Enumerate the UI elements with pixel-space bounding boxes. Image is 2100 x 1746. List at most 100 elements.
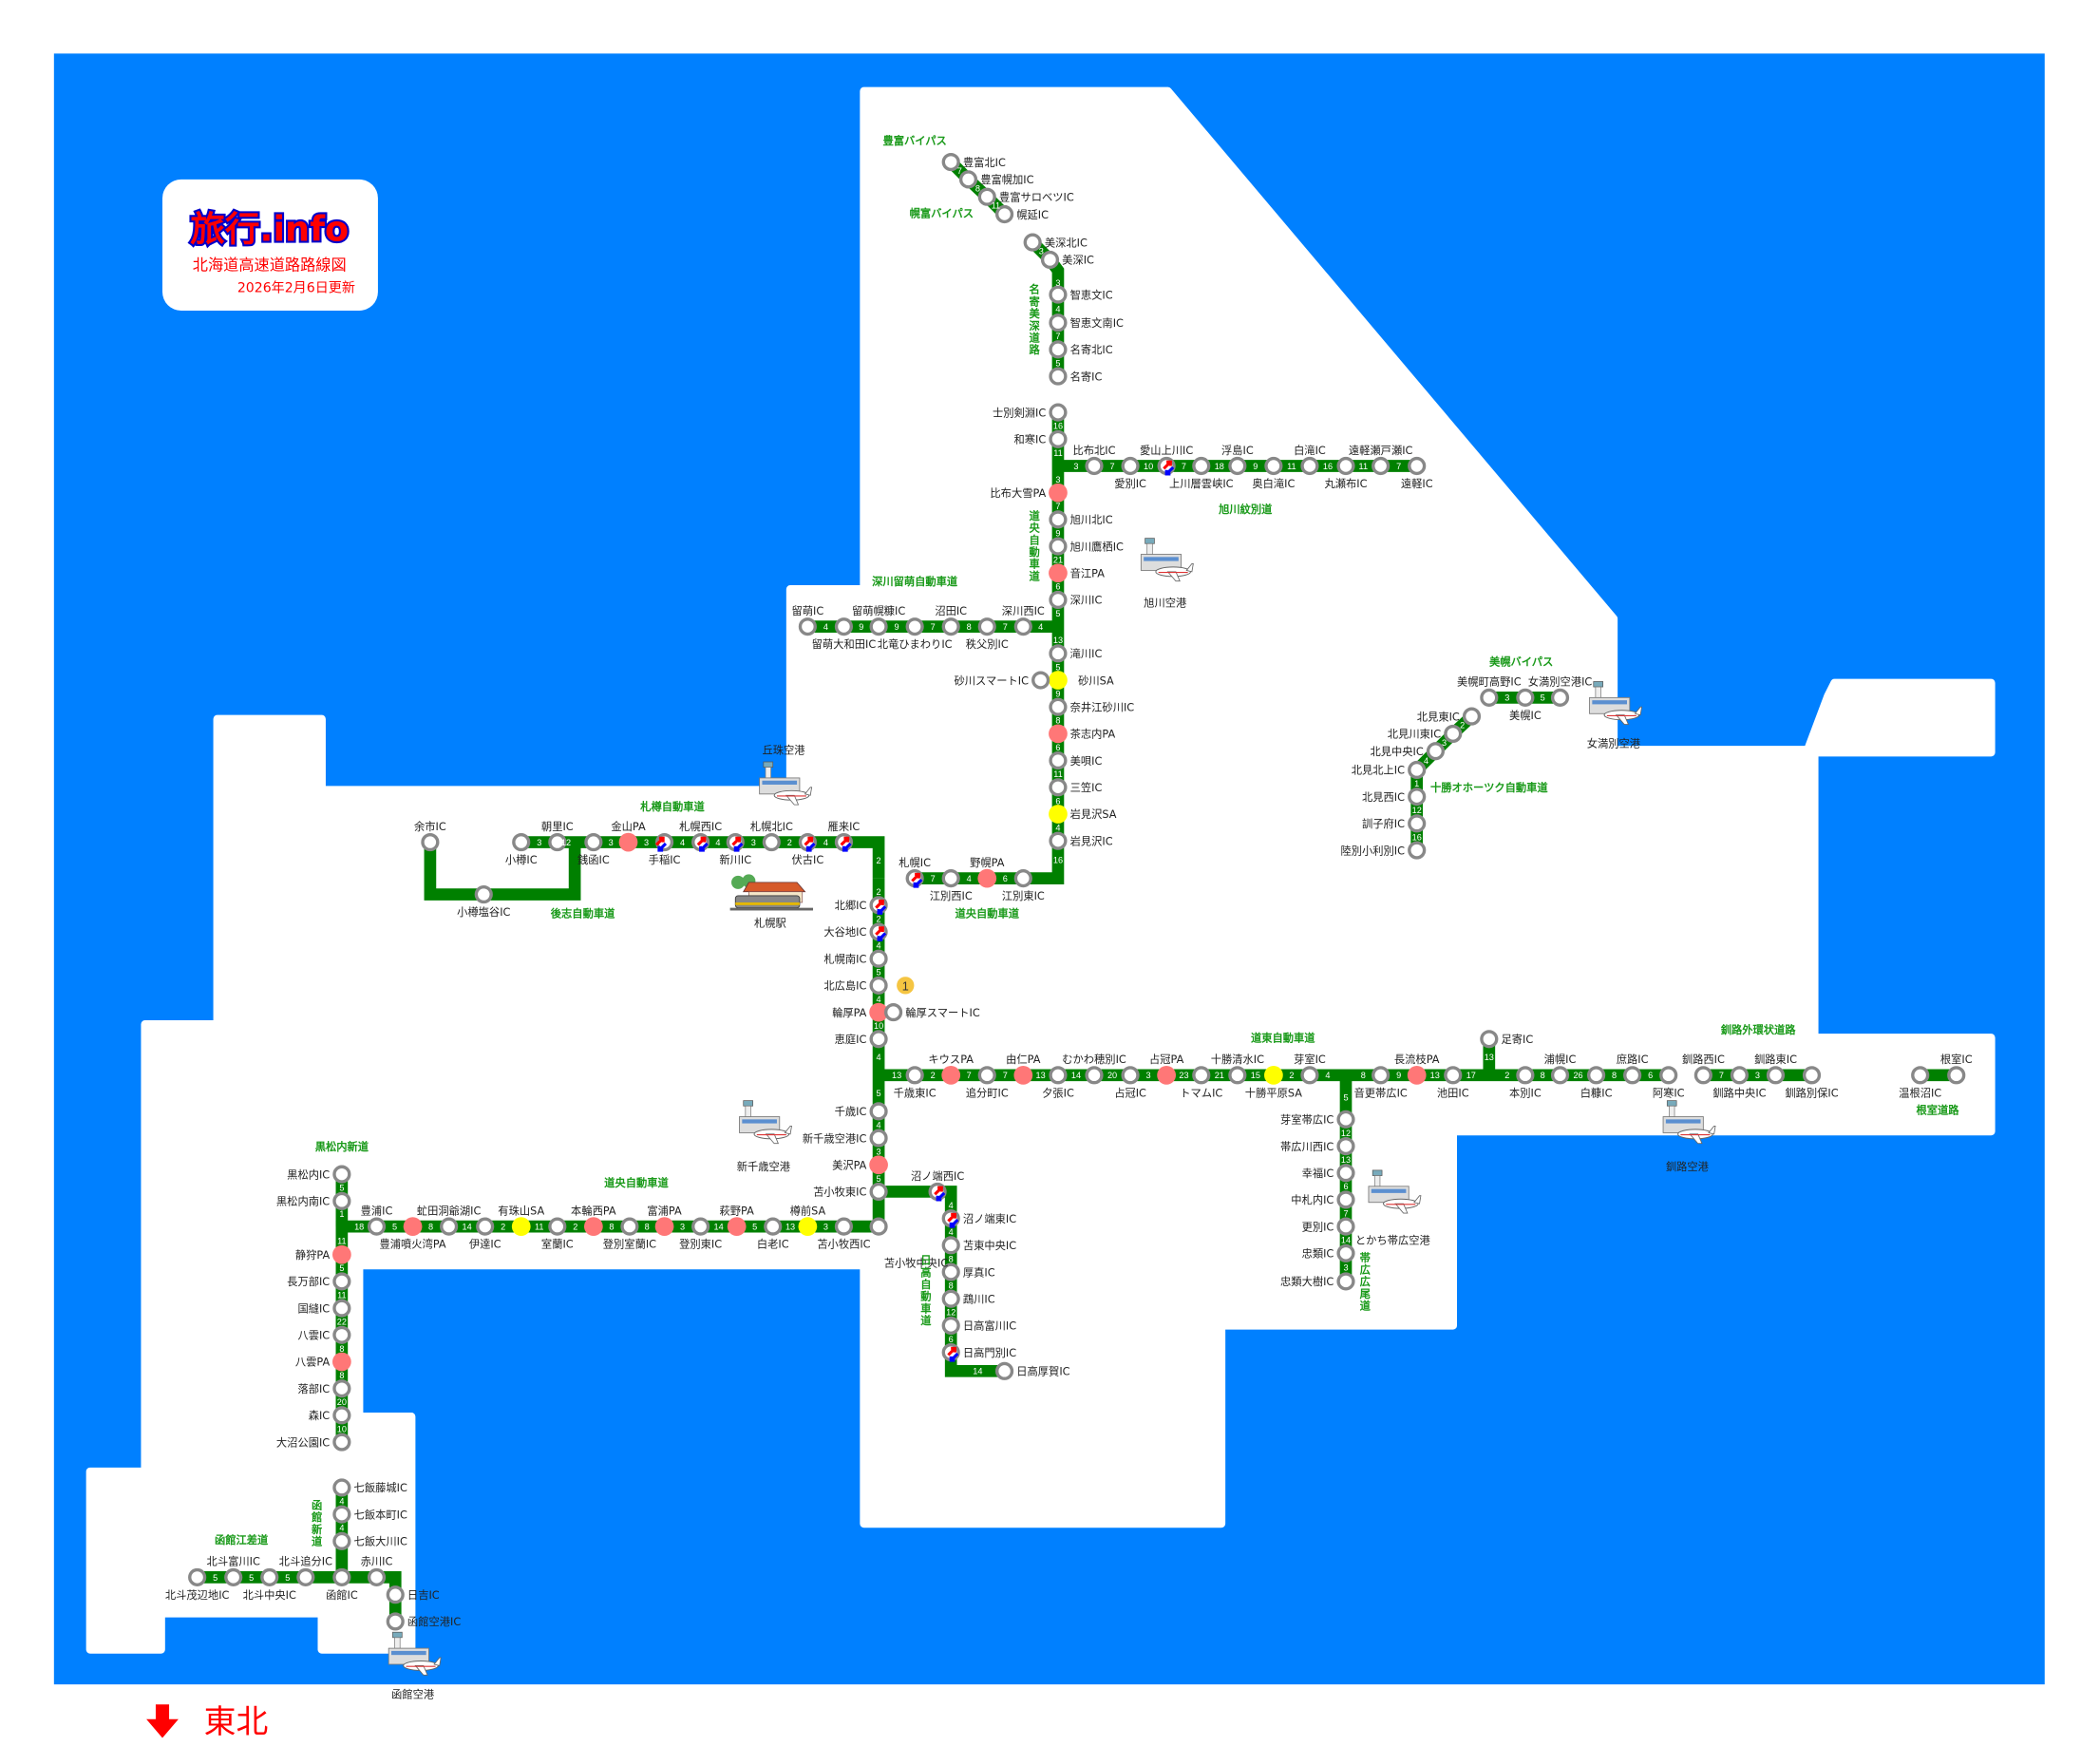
distance-km: 2 [931, 1071, 936, 1080]
distance-km: 13 [785, 1222, 795, 1231]
distance-km: 9 [1055, 690, 1060, 699]
station-label: 温根沼IC [1899, 1086, 1941, 1099]
route-name-label: 釧路外環状道路 [1721, 1023, 1797, 1036]
distance-km: 2 [877, 856, 881, 865]
station-label: 樽前SA [790, 1204, 826, 1217]
station-label: 庶路IC [1617, 1053, 1649, 1066]
distance-km: 4 [949, 1227, 954, 1237]
distance-km: 5 [1541, 693, 1545, 703]
station [1085, 456, 1104, 476]
station [332, 1165, 351, 1184]
station-label: 岩見沢IC [1070, 834, 1113, 847]
station-label: 北斗富川IC [207, 1555, 260, 1568]
station [1023, 233, 1042, 252]
distance-km: 7 [1396, 462, 1401, 471]
distance-km: 8 [1541, 1071, 1545, 1080]
station-label: 七飯藤城IC [354, 1481, 407, 1494]
distance-km: 7 [1182, 462, 1186, 471]
station [1049, 590, 1068, 610]
distance-km: 3 [1755, 1071, 1760, 1080]
station-label: 北見川東IC [1388, 729, 1441, 741]
ic-marker [296, 1567, 315, 1586]
station-label: 智恵文南IC [1070, 316, 1124, 330]
ic-marker [332, 1505, 351, 1524]
station-label: 北見中央IC [1370, 746, 1423, 758]
distance-km: 16 [1053, 855, 1063, 864]
ic-marker [1049, 285, 1068, 304]
ic-marker [869, 617, 888, 636]
distance-km: 13 [1053, 636, 1063, 645]
station [1444, 1066, 1463, 1085]
station [332, 1505, 351, 1524]
station-label: 北広島IC [823, 979, 866, 993]
station-label: 沼ノ端東IC [963, 1212, 1016, 1225]
ic-marker [905, 1066, 924, 1085]
airport-landmark: 丘珠空港 [759, 744, 813, 806]
station [1049, 429, 1068, 448]
station [654, 1217, 674, 1236]
station [762, 832, 781, 852]
distance-km: 2 [1289, 1071, 1294, 1080]
ic-marker [1049, 1066, 1068, 1085]
distance-km: 4 [967, 874, 972, 883]
station [1947, 1066, 1966, 1085]
footer-direction[interactable]: 東北 [146, 1703, 268, 1740]
route-name-label: 帯広広尾道 [1358, 1251, 1371, 1312]
station [1336, 1217, 1355, 1236]
ic-marker [332, 1531, 351, 1550]
station-label: 千歳IC [835, 1106, 867, 1118]
road-doo-north [915, 412, 1065, 884]
station [1049, 367, 1068, 386]
distance-km: 5 [752, 1222, 757, 1231]
station [1550, 688, 1570, 707]
station [1192, 1066, 1211, 1085]
distance-km: 2 [877, 887, 881, 897]
distance-km: 6 [1055, 582, 1060, 592]
station-label: 北斗追分IC [279, 1555, 332, 1568]
station-label: 豊浦噴火湾PA [380, 1238, 446, 1251]
station-label: 輪厚PA [832, 1006, 867, 1019]
station-label: 比布大雪PA [990, 486, 1046, 500]
station-label: 浦幌IC [1544, 1053, 1577, 1066]
ic-marker [1802, 1066, 1822, 1085]
station-label: 追分町IC [966, 1086, 1009, 1099]
station [1031, 671, 1050, 690]
footer-link-tohoku[interactable]: 東北 [204, 1703, 269, 1740]
station [1085, 1066, 1104, 1085]
distance-km: 4 [680, 838, 685, 847]
ic-marker [1085, 456, 1104, 476]
station-label: 愛別IC [1114, 478, 1146, 490]
ic-marker [941, 1316, 960, 1335]
ic-marker [332, 1567, 351, 1586]
pa-marker [1049, 483, 1068, 503]
interchange-arrow-icon [875, 900, 887, 915]
ic-marker [476, 1217, 495, 1236]
station [727, 1217, 747, 1236]
station [1516, 1066, 1535, 1085]
distance-km: 8 [967, 622, 972, 632]
station-label: 千歳東IC [894, 1087, 936, 1099]
distance-km: 11 [337, 1236, 347, 1245]
ic-marker [994, 1361, 1014, 1380]
distance-km: 13 [1036, 1071, 1046, 1080]
station-label: 沼ノ端西IC [911, 1169, 964, 1183]
distance-km: 3 [1073, 462, 1078, 471]
ic-marker [1408, 760, 1427, 780]
interchange-arrow-icon [696, 836, 709, 852]
station [1336, 1136, 1355, 1156]
badge: 1 [897, 977, 915, 995]
distance-km: 4 [877, 995, 881, 1004]
distance-km: 16 [1323, 462, 1333, 471]
station-label: 忠類大樹IC [1280, 1275, 1334, 1288]
station [1040, 250, 1060, 270]
station [691, 1217, 710, 1236]
station-label: 智恵文IC [1070, 288, 1113, 301]
distance-km: 7 [957, 166, 962, 176]
road-toyotomi [946, 158, 1010, 219]
station [869, 1102, 888, 1121]
station-label: 北斗茂辺地IC [165, 1588, 230, 1602]
station [869, 1002, 888, 1022]
distance-km: 5 [285, 1573, 290, 1583]
station-label: 岩見沢SA [1070, 807, 1117, 821]
